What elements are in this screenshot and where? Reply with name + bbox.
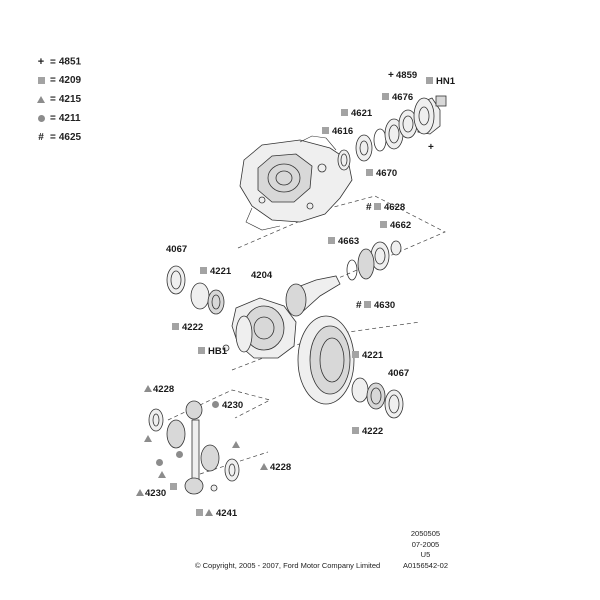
part-4222b-shape (366, 382, 386, 410)
differential-case (222, 297, 297, 359)
part-4221a-shape (190, 282, 210, 310)
legend-row-4625: # =4625 (36, 132, 81, 151)
part-4621-shape (355, 134, 373, 162)
legend: +=4851 =4209 =4215 =4211 #=4625 (36, 56, 81, 151)
plus-icon: + (37, 56, 45, 68)
part-4228a-shape (148, 408, 164, 432)
legend-code: 4215 (58, 94, 82, 106)
cross-shaft-shape (191, 419, 200, 485)
right-bearing-group (351, 377, 404, 419)
stamp-line-3: U5 (420, 550, 431, 559)
stamp-line-4: A0156542-02 (402, 560, 448, 570)
label-4222-right: 4222 (362, 426, 383, 437)
label-4067-right: 4067 (388, 368, 409, 379)
triangle-icon (36, 94, 46, 105)
label-4630: 4630 (374, 300, 395, 311)
label-4221-left: 4221 (210, 266, 232, 277)
part-4670-shape (373, 128, 387, 152)
differential-gears (148, 400, 240, 495)
square-icon (36, 75, 46, 86)
legend-code: 4851 (58, 56, 82, 68)
legend-row-4215: =4215 (36, 94, 81, 113)
hash-icon: # (38, 132, 44, 143)
label-4228-top: 4228 (153, 384, 174, 395)
plus-icon: + (428, 142, 434, 153)
pinion-seal-stack (337, 95, 447, 171)
legend-equals: = (50, 75, 56, 87)
part-4663-shape (346, 259, 358, 281)
plus-icon: + (388, 70, 394, 81)
part-4241-shape (210, 484, 218, 492)
hb1-bolt-shape (222, 344, 230, 352)
label-4663: 4663 (338, 236, 359, 247)
hn1-nut-shape (435, 95, 447, 107)
label-4662: 4662 (390, 220, 411, 231)
legend-code: 4211 (58, 113, 81, 125)
label-hn1: HN1 (436, 76, 456, 87)
stamp-line-2: 07-2005 (411, 539, 440, 549)
label-4228-bottom: 4228 (270, 462, 291, 473)
label-4067-left: 4067 (166, 244, 187, 255)
hash-icon: # (366, 202, 372, 213)
legend-code: 4625 (58, 132, 82, 144)
copyright-notice: © Copyright, 2005 - 2007, Ford Motor Com… (195, 561, 381, 570)
legend-row-4211: =4211 (36, 113, 81, 132)
label-4221-right: 4221 (362, 350, 384, 361)
carrier-housing (239, 135, 353, 231)
label-4241: 4241 (216, 508, 238, 519)
circle-icon (36, 113, 46, 124)
left-bearing-group (166, 265, 225, 315)
label-4616: 4616 (332, 126, 353, 137)
legend-equals: = (50, 56, 56, 68)
label-4859: 4859 (396, 70, 417, 81)
legend-equals: = (50, 94, 56, 106)
legend-row-4851: + =4851 (36, 56, 81, 75)
part-4067b-shape (384, 389, 404, 419)
drawing-stamp: 2050505 07-2005 U5 A0156542-02 (403, 529, 448, 571)
hash-icon: # (356, 300, 362, 311)
part-4662-shape (390, 240, 402, 256)
part-4221b-shape (351, 377, 369, 403)
part-4222a-shape (207, 289, 225, 315)
stamp-line-1: 2050505 (410, 529, 441, 538)
part-labels: HN1 + 4859 + 4676 4621 4616 4670 # 4628 … (136, 70, 456, 519)
legend-equals: = (50, 132, 56, 144)
part-4230a-shape (185, 400, 203, 420)
part-4630-shape (357, 248, 375, 280)
legend-equals: = (50, 113, 56, 125)
label-4204: 4204 (251, 270, 273, 281)
legend-row-4209: =4209 (36, 75, 81, 94)
part-4616-shape (337, 149, 351, 171)
label-4222-left: 4222 (182, 322, 203, 333)
pinion-gear-group (285, 240, 402, 317)
label-hb1: HB1 (208, 346, 228, 357)
label-4621: 4621 (351, 108, 373, 119)
label-4230-top: 4230 (222, 400, 243, 411)
label-4676: 4676 (392, 92, 413, 103)
ring-gear (297, 315, 355, 405)
label-4628: 4628 (384, 202, 405, 213)
part-4067a-shape (166, 265, 186, 295)
part-4228b-shape (224, 458, 240, 482)
label-4230-bottom: 4230 (145, 488, 166, 499)
label-4670: 4670 (376, 168, 397, 179)
part-4230b-shape (184, 477, 204, 495)
legend-code: 4209 (58, 75, 82, 87)
